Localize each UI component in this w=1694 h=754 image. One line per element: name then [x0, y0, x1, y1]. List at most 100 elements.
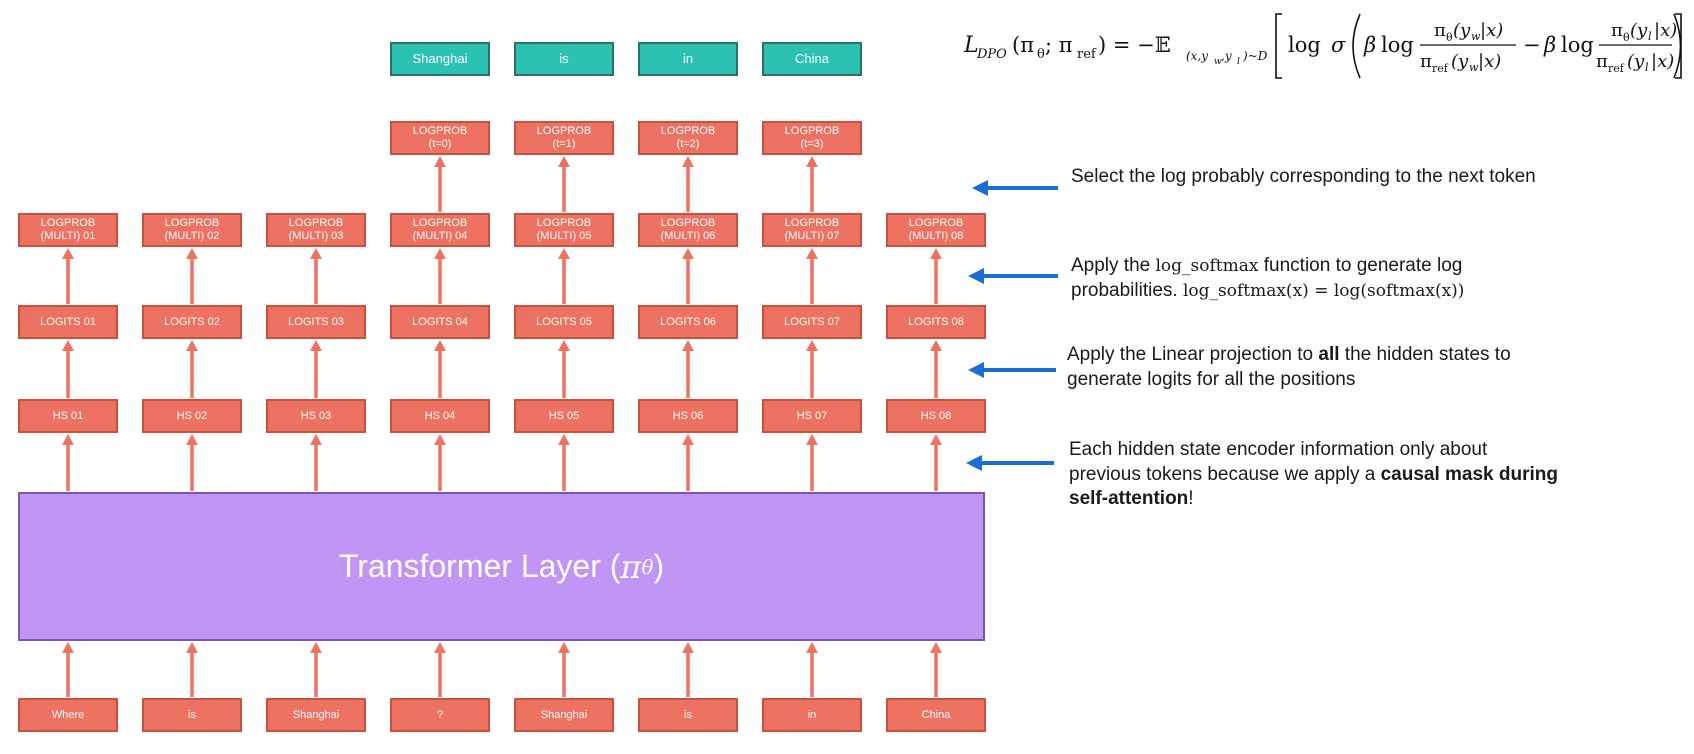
- annotation-causal: Each hidden state encoder information on…: [1069, 439, 1558, 510]
- svg-text:log: log: [1288, 33, 1321, 57]
- arrow-input-01-head: [62, 642, 74, 653]
- arrow-select-3-head: [682, 156, 694, 167]
- logprob-selected-t2: LOGPROB(t=2): [638, 121, 738, 155]
- arrow-hs-03-head: [310, 434, 322, 445]
- pointer-causal-head: [966, 455, 982, 471]
- logprob-multi-06: LOGPROB(MULTI) 06: [638, 213, 738, 247]
- svg-text:|x): |x): [1478, 51, 1501, 72]
- arrow-hs-02-head: [186, 434, 198, 445]
- arrow-logprob-03-head: [310, 248, 322, 259]
- input-token-03: Shanghai: [266, 698, 366, 732]
- arrow-hs-07-head: [806, 434, 818, 445]
- svg-text:θ: θ: [1446, 31, 1453, 44]
- svg-text:π: π: [1596, 51, 1608, 72]
- hidden-state-04: HS 04: [390, 399, 490, 433]
- svg-text:) = −𝔼: ) = −𝔼: [1098, 33, 1171, 57]
- arrow-hs-08-head: [930, 434, 942, 445]
- hidden-state-05: HS 05: [514, 399, 614, 433]
- arrow-logprob-04-head: [434, 248, 446, 259]
- hidden-state-08: HS 08: [886, 399, 986, 433]
- output-token-2: is: [514, 42, 614, 76]
- arrow-input-08-head: [930, 642, 942, 653]
- logsoftmax-equation: log_softmax(x) = log(softmax(x)): [1182, 280, 1465, 301]
- input-token-06: is: [638, 698, 738, 732]
- svg-text:L: L: [963, 33, 979, 58]
- arrow-select-2-head: [558, 156, 570, 167]
- logprob-multi-08: LOGPROB(MULTI) 08: [886, 213, 986, 247]
- hidden-state-03: HS 03: [266, 399, 366, 433]
- pointer-select-head: [972, 180, 988, 196]
- input-token-04: ?: [390, 698, 490, 732]
- svg-text:β: β: [1363, 33, 1376, 57]
- svg-text:w: w: [1214, 57, 1222, 67]
- logits-08: LOGITS 08: [886, 305, 986, 339]
- input-token-02: is: [142, 698, 242, 732]
- pointer-linear-head: [968, 362, 984, 378]
- arrow-logprob-06-head: [682, 248, 694, 259]
- svg-text:w: w: [1471, 30, 1481, 43]
- svg-text:l: l: [1645, 61, 1649, 74]
- arrow-logits-02-head: [186, 340, 198, 351]
- svg-text:θ: θ: [1623, 31, 1630, 44]
- svg-text:; π: ; π: [1045, 33, 1073, 57]
- svg-text:w: w: [1469, 61, 1479, 74]
- svg-text:θ: θ: [1037, 47, 1045, 62]
- logprob-selected-t1: LOGPROB(t=1): [514, 121, 614, 155]
- input-token-01: Where: [18, 698, 118, 732]
- svg-text:σ: σ: [1331, 33, 1346, 57]
- arrow-hs-05-head: [558, 434, 570, 445]
- logits-06: LOGITS 06: [638, 305, 738, 339]
- svg-text:l: l: [1237, 57, 1240, 67]
- annotation-select: Select the log probably corresponding to…: [1071, 166, 1536, 187]
- svg-text:|x): |x): [1654, 20, 1677, 41]
- svg-text:,y: ,y: [1221, 49, 1232, 63]
- arrow-select-1-head: [434, 156, 446, 167]
- hidden-state-02: HS 02: [142, 399, 242, 433]
- svg-text:(x,y: (x,y: [1186, 49, 1208, 63]
- input-token-07: in: [762, 698, 862, 732]
- output-token-4: China: [762, 42, 862, 76]
- svg-text:π: π: [1434, 20, 1446, 41]
- svg-text:(π: (π: [1012, 33, 1034, 57]
- logprob-selected-t0: LOGPROB(t=0): [390, 121, 490, 155]
- dpo-loss-formula: L DPO (π θ ; π ref ) = −𝔼 (x,y w ,y l )~…: [963, 13, 1682, 79]
- arrow-logits-04-head: [434, 340, 446, 351]
- logits-04: LOGITS 04: [390, 305, 490, 339]
- arrow-hs-01-head: [62, 434, 74, 445]
- arrow-logits-08-head: [930, 340, 942, 351]
- logits-07: LOGITS 07: [762, 305, 862, 339]
- annotation-logsoftmax: Apply the log_softmax function to genera…: [1071, 255, 1465, 301]
- arrow-logprob-07-head: [806, 248, 818, 259]
- svg-text:|x): |x): [1480, 20, 1503, 41]
- arrow-input-05-head: [558, 642, 570, 653]
- svg-text:)~D: )~D: [1242, 49, 1268, 63]
- logprob-multi-07: LOGPROB(MULTI) 07: [762, 213, 862, 247]
- arrow-select-4-head: [806, 156, 818, 167]
- svg-text:−: −: [1523, 33, 1541, 57]
- svg-text:l: l: [1648, 30, 1652, 43]
- arrow-logits-03-head: [310, 340, 322, 351]
- svg-text:log: log: [1381, 33, 1414, 57]
- logprob-multi-02: LOGPROB(MULTI) 02: [142, 213, 242, 247]
- svg-text:π: π: [1420, 51, 1432, 72]
- svg-text:log: log: [1561, 33, 1594, 57]
- logprob-multi-01: LOGPROB(MULTI) 01: [18, 213, 118, 247]
- logits-03: LOGITS 03: [266, 305, 366, 339]
- transformer-label: Transformer Layer: [338, 548, 601, 584]
- arrow-logits-01-head: [62, 340, 74, 351]
- output-token-3: in: [638, 42, 738, 76]
- svg-text:(y: (y: [1627, 51, 1645, 72]
- arrow-input-02-head: [186, 642, 198, 653]
- logsoftmax-fn: log_softmax: [1155, 256, 1259, 276]
- svg-text:|x): |x): [1651, 51, 1674, 72]
- svg-text:ref: ref: [1432, 62, 1449, 75]
- arrow-input-04-head: [434, 642, 446, 653]
- annotation-linear: Apply the Linear projection to all the h…: [1067, 344, 1511, 390]
- pointer-logsoftmax-head: [968, 268, 984, 284]
- arrow-logits-07-head: [806, 340, 818, 351]
- arrow-input-06-head: [682, 642, 694, 653]
- logits-02: LOGITS 02: [142, 305, 242, 339]
- logprob-multi-03: LOGPROB(MULTI) 03: [266, 213, 366, 247]
